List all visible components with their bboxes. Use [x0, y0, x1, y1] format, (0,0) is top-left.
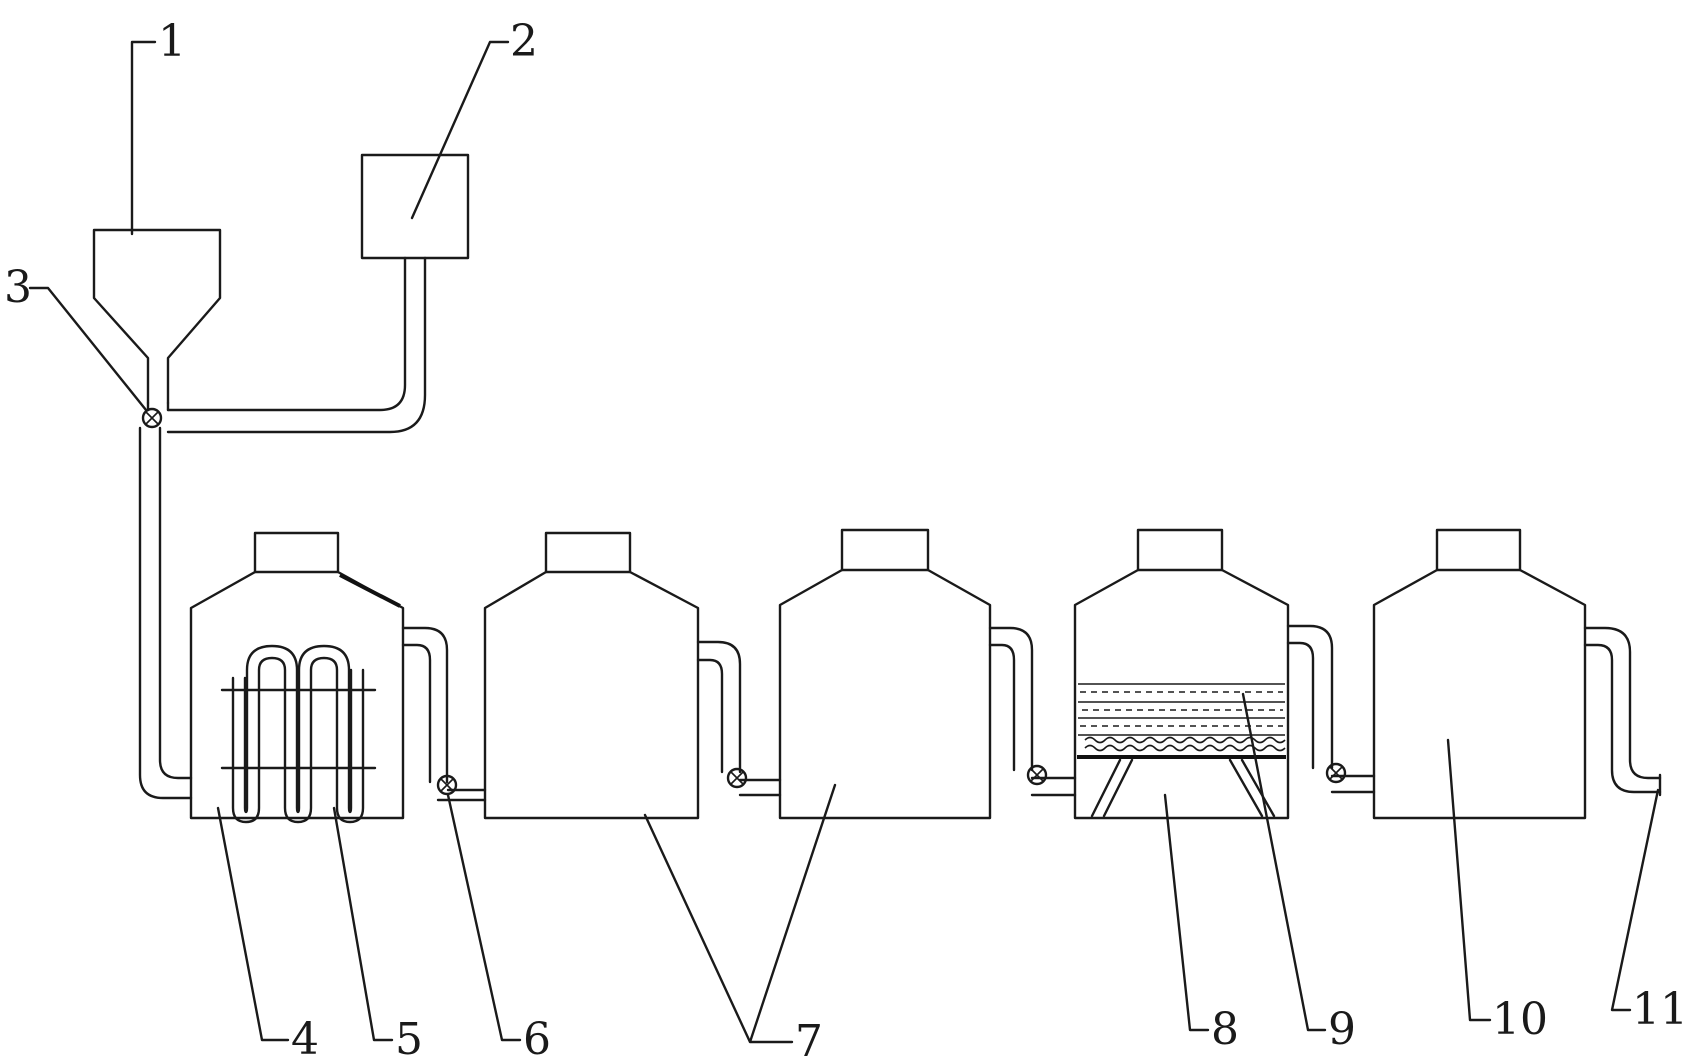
label-1: 1	[158, 16, 186, 67]
label-6: 6	[523, 1014, 551, 1064]
label-7: 7	[795, 1016, 823, 1064]
label-3: 3	[4, 262, 32, 313]
settling-tank-b	[778, 528, 992, 820]
transfer-pipe-4	[1286, 624, 1376, 794]
label-10: 10	[1492, 994, 1548, 1045]
outlet-pipe	[1583, 626, 1662, 797]
valve-6	[436, 774, 458, 796]
label-8: 8	[1211, 1004, 1239, 1055]
valve-9	[1325, 762, 1347, 784]
label-4: 4	[291, 1014, 319, 1064]
leader-lines	[28, 40, 1660, 1044]
product-tank	[1372, 528, 1587, 820]
transfer-pipe-2	[696, 640, 782, 797]
feed-hopper	[92, 228, 222, 405]
transfer-pipe-1	[401, 626, 487, 802]
feed-pipe	[138, 401, 193, 800]
label-5: 5	[395, 1014, 423, 1064]
label-2: 2	[510, 16, 538, 67]
valve-8	[1026, 764, 1048, 786]
label-11: 11	[1632, 984, 1684, 1035]
heating-coil	[220, 644, 377, 824]
reaction-tank	[189, 531, 405, 820]
settling-tank-a	[483, 531, 700, 820]
valve-7a	[726, 767, 748, 789]
label-9: 9	[1328, 1004, 1356, 1055]
filter-tank	[1073, 528, 1290, 820]
mixing-valve	[141, 407, 163, 429]
reagent-tank	[166, 153, 470, 434]
